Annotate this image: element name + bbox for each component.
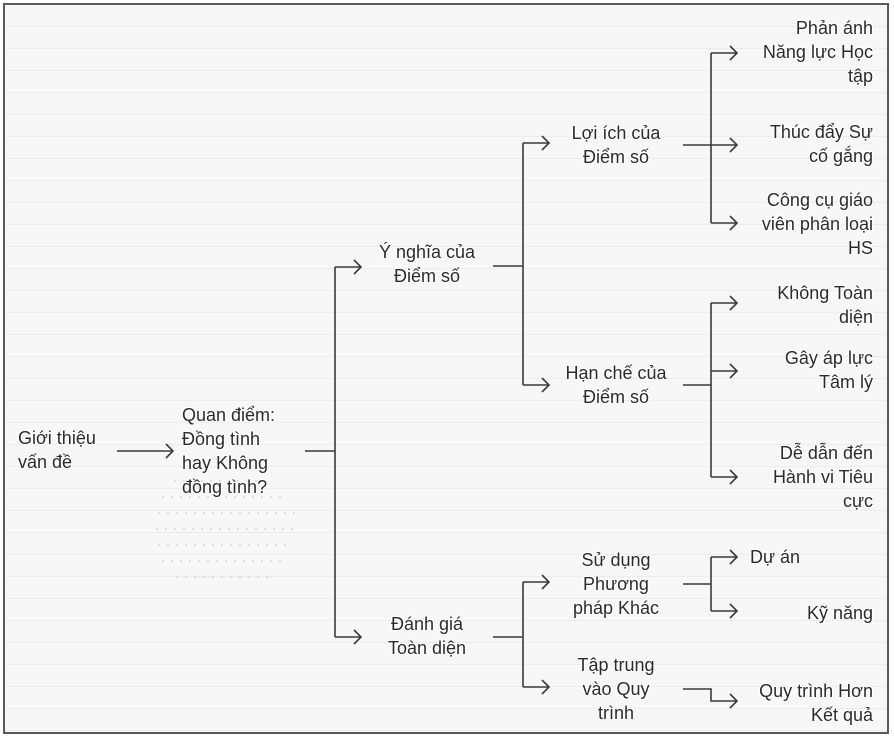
dot-pattern (156, 480, 295, 578)
arrowhead (541, 377, 551, 393)
arrowhead (729, 137, 739, 153)
arrowhead (729, 693, 739, 709)
node-stance: Quan điểm: Đồng tình hay Không đồng tình… (182, 405, 276, 497)
arrowhead (541, 574, 551, 590)
node-other-methods: Sử dụng Phương pháp Khác (572, 550, 660, 618)
edge-stance-branch (305, 267, 336, 637)
arrowhead (729, 469, 739, 485)
arrowhead (353, 259, 363, 275)
edge-meaning-branch (493, 143, 524, 385)
edge-other-branch (683, 557, 712, 611)
node-tool: Công cụ giáo viên phân loại HS (761, 190, 873, 258)
arrowhead (729, 363, 739, 379)
arrowhead (729, 549, 739, 565)
node-motivate: Thúc đẩy Sự cố gắng (769, 122, 873, 166)
node-pressure: Gây áp lực Tâm lý (784, 348, 873, 392)
edge-limits-branch (683, 303, 712, 477)
node-root: Giới thiệu vấn đề (18, 428, 96, 472)
edge-holistic-branch (493, 582, 524, 687)
node-reflect: Phản ánh Năng lực Học tập (762, 18, 873, 86)
node-skills: Kỹ năng (806, 603, 873, 623)
connector-lines (117, 45, 739, 709)
diagram-canvas: Giới thiệu vấn đề Quan điểm: Đồng tình h… (3, 3, 889, 734)
arrowhead (729, 603, 739, 619)
arrowhead (353, 629, 363, 645)
node-project: Dự án (750, 547, 801, 567)
arrowhead (541, 679, 551, 695)
edge-to-process-over-result (683, 688, 737, 702)
node-process-focus: Tập trung vào Quy trình (577, 655, 655, 723)
node-benefits: Lợi ích của Điểm số (571, 123, 661, 167)
node-process-over-result: Quy trình Hơn Kết quả (759, 681, 873, 725)
arrowhead (729, 45, 739, 61)
arrowhead (165, 443, 175, 459)
node-negative: Dễ dẫn đến Hành vi Tiêu cực (772, 443, 873, 511)
node-holistic: Đánh giá Toàn diện (387, 614, 467, 658)
arrowhead (729, 295, 739, 311)
node-not-holistic: Không Toàn diện (777, 283, 873, 327)
arrowhead (729, 215, 739, 231)
arrowhead (541, 135, 551, 151)
node-limits: Hạn chế của Điểm số (565, 363, 667, 407)
node-meaning: Ý nghĩa của Điểm số (378, 242, 476, 286)
edge-benefits-branch (683, 53, 712, 223)
